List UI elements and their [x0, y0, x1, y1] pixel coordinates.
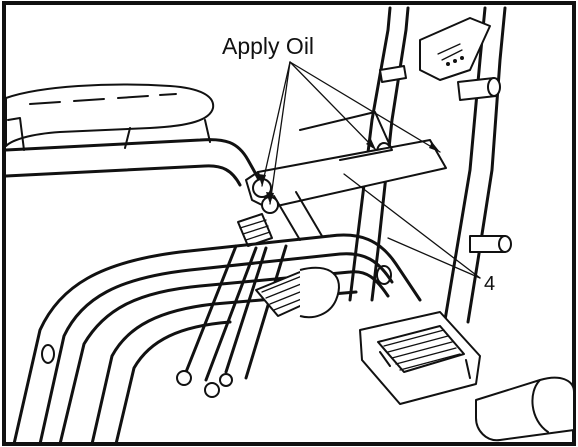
left-pedal — [255, 266, 340, 319]
base-frame — [12, 233, 422, 446]
pivot-hinge — [237, 178, 279, 247]
front-foot — [475, 376, 575, 442]
seat — [5, 83, 215, 151]
part-leader-lines — [343, 173, 481, 279]
right-pedal — [359, 311, 481, 405]
apply-oil-label: Apply Oil — [222, 33, 314, 59]
lower-rods — [176, 244, 288, 398]
seat-frame — [4, 119, 264, 187]
part-number-label: 4 — [484, 273, 495, 295]
oil-leader-lines — [258, 61, 441, 205]
